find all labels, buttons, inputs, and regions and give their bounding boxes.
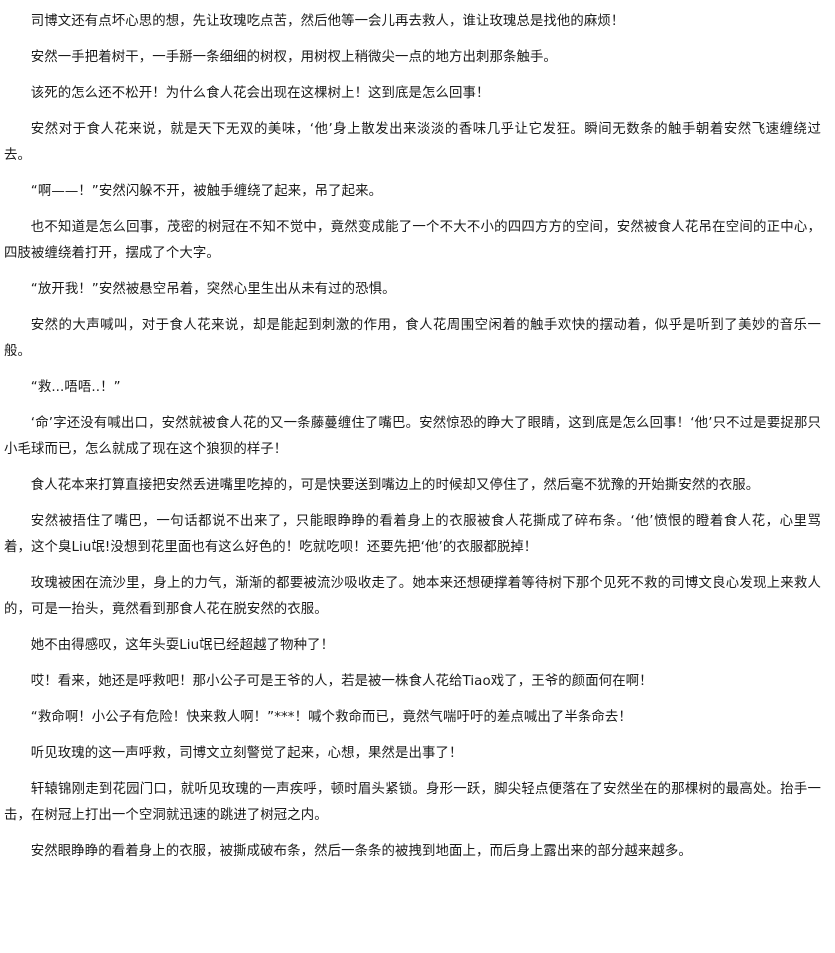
paragraph-18: 轩辕锦刚走到花园门口，就听见玫瑰的一声疾呼，顿时眉头紧锁。身形一跃，脚尖轻点便落… (4, 782, 821, 823)
paragraph-17: 听见玫瑰的这一声呼救，司博文立刻警觉了起来，心想，果然是出事了！ (30, 746, 463, 761)
paragraph-8: 安然的大声喊叫，对于食人花来说，却是能起到刺激的作用，食人花周围空闲着的触手欢快… (4, 318, 821, 359)
paragraph-13: 玫瑰被困在流沙里，身上的力气，渐渐的都要被流沙吸收走了。她本来还想硬撑着等待树下… (4, 576, 821, 617)
article-body: 司博文还有点坏心思的想，先让玫瑰吃点苦，然后他等一会儿再去救人，谁让玫瑰总是找他… (4, 14, 821, 859)
paragraph-12: 安然被捂住了嘴巴，一句话都说不出来了，只能眼睁睁的看着身上的衣服被食人花撕成了碎… (4, 514, 821, 555)
paragraph-14: 她不由得感叹，这年头耍Liu氓已经超越了物种了！ (30, 638, 335, 653)
paragraph-4: 安然对于食人花来说，就是天下无双的美味，‘他’身上散发出来淡淡的香味几乎让它发狂… (4, 122, 821, 163)
paragraph-5: “啊——！”安然闪躲不开，被触手缠绕了起来，吊了起来。 (30, 184, 383, 199)
paragraph-3: 该死的怎么还不松开！为什么食人花会出现在这棵树上！这到底是怎么回事！ (30, 86, 490, 101)
paragraph-11: 食人花本来打算直接把安然丢进嘴里吃掉的，可是快要送到嘴边上的时候却又停住了，然后… (30, 478, 760, 493)
paragraph-10: ‘命’字还没有喊出口，安然就被食人花的又一条藤蔓缠住了嘴巴。安然惊恐的睁大了眼睛… (4, 416, 821, 457)
paragraph-19: 安然眼睁睁的看着身上的衣服，被撕成破布条，然后一条条的被拽到地面上，而后身上露出… (30, 844, 692, 859)
paragraph-1: 司博文还有点坏心思的想，先让玫瑰吃点苦，然后他等一会儿再去救人，谁让玫瑰总是找他… (30, 14, 625, 29)
paragraph-7: “放开我！”安然被悬空吊着，突然心里生出从未有过的恐惧。 (30, 282, 396, 297)
paragraph-2: 安然一手把着树干，一手掰一条细细的树杈，用树杈上稍微尖一点的地方出刺那条触手。 (30, 50, 557, 65)
paragraph-6: 也不知道是怎么回事，茂密的树冠在不知不觉中，竟然变成能了一个不大不小的四四方方的… (4, 220, 821, 261)
paragraph-15: 哎！看来，她还是呼救吧！那小公子可是王爷的人，若是被一株食人花给Tiao戏了，王… (30, 674, 653, 689)
paragraph-9: “救...唔唔..！” (30, 380, 121, 395)
paragraph-16: “救命啊！小公子有危险！快来救人啊！”***！喊个救命而已，竟然气喘吁吁的差点喊… (30, 710, 632, 725)
